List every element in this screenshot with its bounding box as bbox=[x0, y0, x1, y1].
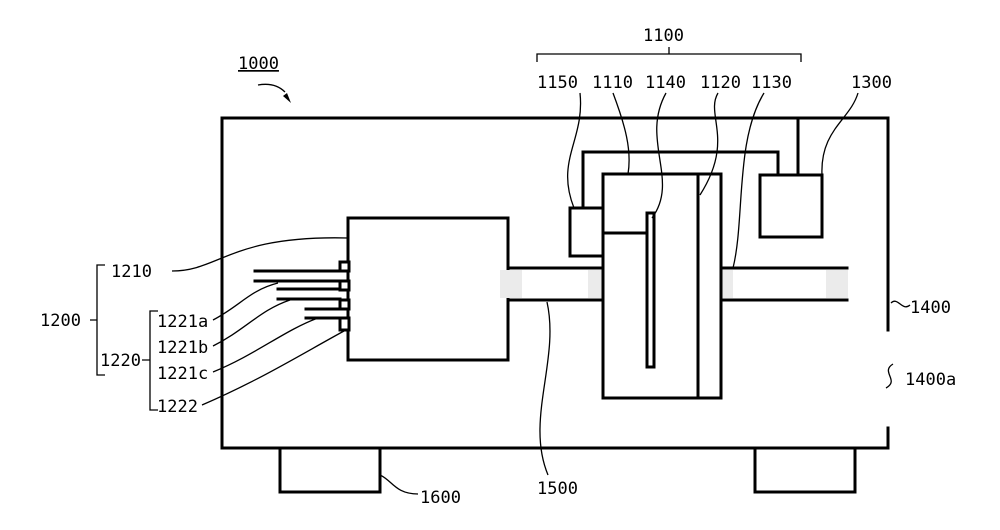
leader-1221c bbox=[213, 318, 318, 372]
label-1100: 1100 bbox=[643, 26, 684, 46]
label-1221c: 1221c bbox=[157, 364, 208, 384]
label-1221a: 1221a bbox=[157, 312, 208, 332]
leader-1210 bbox=[172, 238, 348, 271]
label-1400: 1400 bbox=[910, 298, 951, 318]
leader-1221b bbox=[213, 300, 290, 346]
label-1300: 1300 bbox=[851, 73, 892, 93]
brace-1100 bbox=[537, 47, 801, 62]
arrow-1000 bbox=[283, 93, 291, 103]
label-1500: 1500 bbox=[537, 479, 578, 499]
label-1220: 1220 bbox=[100, 351, 141, 371]
left-block bbox=[348, 218, 508, 360]
small-box bbox=[570, 208, 603, 256]
box-1300 bbox=[760, 175, 822, 237]
leader-1150 bbox=[568, 93, 581, 208]
label-1000: 1000 bbox=[238, 54, 279, 74]
leader-1400 bbox=[891, 301, 910, 307]
foot-right bbox=[755, 448, 855, 492]
plate bbox=[647, 213, 654, 367]
label-1400a: 1400a bbox=[905, 370, 956, 390]
housing-outline bbox=[222, 118, 888, 448]
brace-1220 bbox=[142, 311, 158, 410]
leader-1400a bbox=[886, 364, 893, 388]
label-1600: 1600 bbox=[420, 488, 461, 508]
label-1200: 1200 bbox=[40, 311, 81, 331]
leader-1300 bbox=[822, 93, 858, 175]
central-unit bbox=[603, 174, 721, 398]
terminal-tab-2 bbox=[340, 281, 349, 290]
leader-1000 bbox=[258, 84, 285, 92]
foot-left bbox=[280, 448, 380, 492]
duct-gap-4 bbox=[826, 270, 848, 298]
leader-1110 bbox=[613, 93, 629, 174]
label-1110: 1110 bbox=[592, 73, 633, 93]
label-1130: 1130 bbox=[751, 73, 792, 93]
terminal-tab-1 bbox=[340, 262, 349, 271]
label-1221b: 1221b bbox=[157, 338, 208, 358]
label-1150: 1150 bbox=[537, 73, 578, 93]
terminal-tab-3 bbox=[340, 300, 349, 309]
label-1222: 1222 bbox=[157, 397, 198, 417]
terminal-tab-4 bbox=[340, 318, 349, 330]
leader-1600 bbox=[380, 475, 418, 494]
label-1120: 1120 bbox=[700, 73, 741, 93]
duct-gap-1 bbox=[500, 270, 522, 298]
label-1140: 1140 bbox=[645, 73, 686, 93]
label-1210: 1210 bbox=[111, 262, 152, 282]
